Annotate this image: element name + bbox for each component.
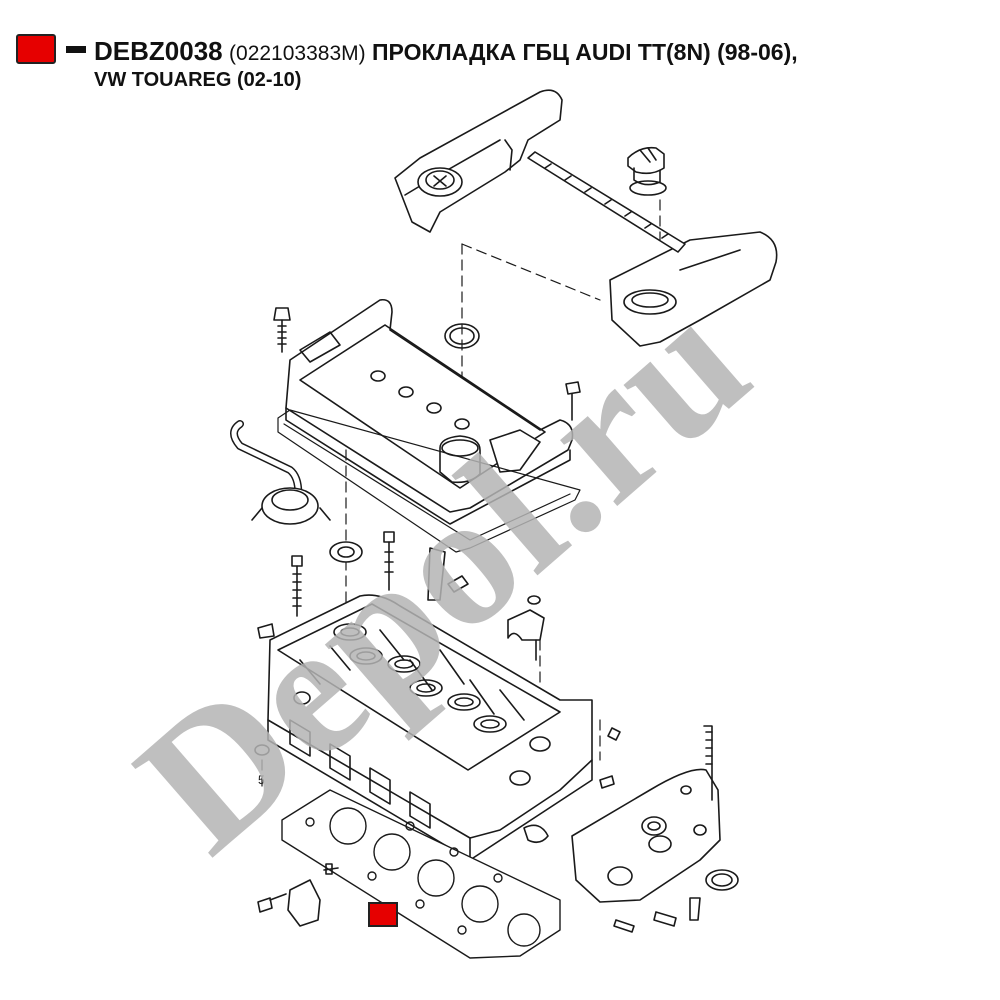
valve-cover [285,298,574,525]
small-bolts-right [523,727,621,844]
oil-filler-cap [627,146,667,196]
title-line1: ПРОКЛАДКА ГБЦ AUDI TT(8N) (98-06), [372,39,798,65]
cam-bearing-cap [507,595,545,661]
coil-rail [527,151,686,253]
lower-left-parts [257,863,339,927]
cover-bolts [273,307,581,421]
timing-cover [571,725,739,933]
breather-hose [230,420,331,525]
engine-top-cover [394,89,778,347]
valve-cover-gasket [277,409,581,553]
callout-5: 5 [258,773,265,787]
head-bolts [291,531,395,617]
part-title: DEBZ0038 (022103383M) ПРОКЛАДКА ГБЦ AUDI… [94,36,798,69]
seal-ring [444,323,480,349]
red-marker-gasket [368,902,398,927]
part-code: DEBZ0038 [94,36,223,66]
title-line2: VW TOUAREG (02-10) [94,69,302,91]
cylinder-head [257,594,593,861]
bracket [427,547,469,601]
oem-number: (022103383M) [229,42,366,65]
dash-mark [66,46,86,53]
head-gasket [281,789,561,959]
dowel-sleeve [254,744,270,756]
red-marker-header [16,34,56,64]
